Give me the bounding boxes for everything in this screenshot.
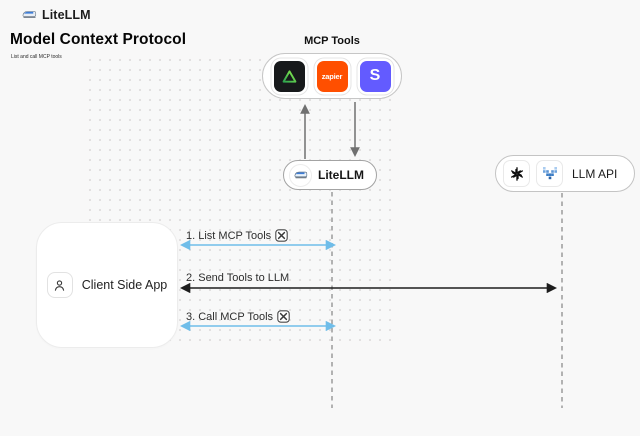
brand: LiteLLM <box>22 7 91 22</box>
step-2-label: 2. Send Tools to LLM <box>186 272 290 284</box>
page-subtitle: List and call MCP tools <box>11 54 62 60</box>
client-node-label: Client Side App <box>81 278 168 292</box>
step-2-label-row: 2. Send Tools to LLM <box>186 272 289 284</box>
mcp-tools-label: MCP Tools <box>304 35 360 47</box>
triangle-tool-icon <box>273 60 305 92</box>
stripe-icon: S <box>359 60 391 92</box>
zapier-icon: zapier <box>316 60 348 92</box>
pixel-llm-icon <box>536 160 563 187</box>
page-title: Model Context Protocol <box>10 31 187 48</box>
llm-api-node: LLM API <box>495 155 635 192</box>
litellm-train-icon <box>22 11 37 18</box>
brand-name: LiteLLM <box>42 7 91 22</box>
step-3-label: 3. Call MCP Tools <box>186 310 274 323</box>
tools-badge-icon <box>275 229 288 242</box>
mcp-tools-node: zapier S <box>262 53 402 99</box>
step-3-label-row: 3. Call MCP Tools <box>186 310 290 323</box>
litellm-node-label: LiteLLM <box>318 168 364 182</box>
step-1-label: 1. List MCP Tools <box>186 229 272 242</box>
litellm-train-icon <box>289 163 312 187</box>
openai-icon <box>503 160 530 187</box>
litellm-node: LiteLLM <box>283 160 377 190</box>
llm-api-node-label: LLM API <box>572 166 618 181</box>
step-1-label-row: 1. List MCP Tools <box>186 229 288 242</box>
client-side-app-node: Client Side App <box>36 222 178 348</box>
zapier-label: zapier <box>321 71 343 81</box>
tools-badge-icon <box>277 310 290 323</box>
stripe-letter: S <box>369 67 381 84</box>
person-icon <box>46 272 73 298</box>
